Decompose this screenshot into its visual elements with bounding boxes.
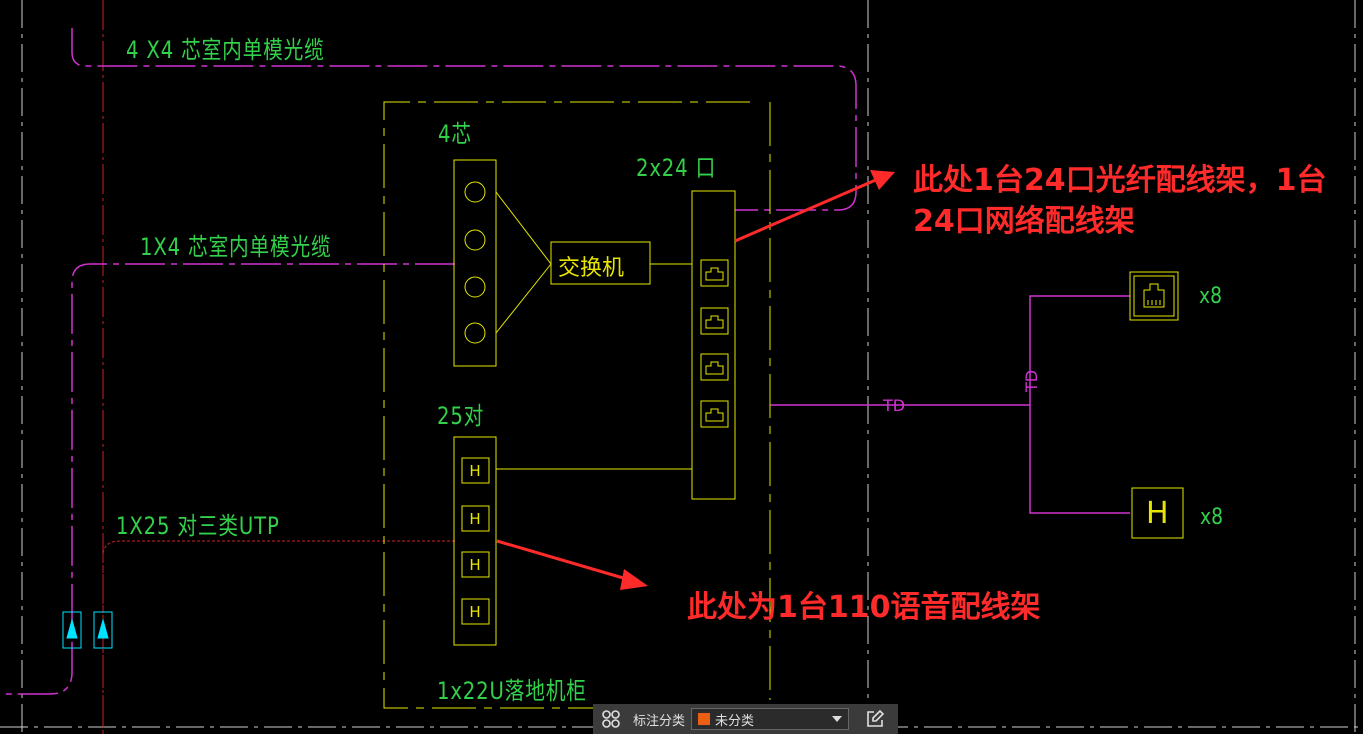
phone-count-label: x8 (1200, 505, 1223, 530)
chevron-down-icon (832, 716, 843, 722)
core-count-label: 4芯 (438, 120, 472, 148)
cabinet-outline (383, 101, 771, 709)
voice-ports: H H H H (469, 462, 480, 621)
fiber-panel (453, 159, 692, 367)
network-patch-panel (691, 190, 736, 500)
td-branch-line (1029, 295, 1130, 514)
category-color-swatch (698, 713, 711, 725)
arrow-to-fiber-note (734, 177, 879, 243)
voice-patch-panel (453, 271, 1184, 646)
switch-label: 交换机 (558, 256, 625, 281)
grid-icon[interactable] (593, 704, 629, 734)
td-label-vertical: TD (1022, 369, 1041, 392)
cable-routes (0, 28, 1130, 695)
cable-label-4x4: 4 X4 芯室内单模光缆 (126, 36, 325, 64)
arrowhead-fiber (870, 170, 895, 190)
cable-label-1x25: 1X25 对三类UTP (116, 512, 280, 540)
edit-icon[interactable] (857, 704, 893, 734)
cable-1x4-route (0, 263, 455, 695)
td-label-horizontal: TD (883, 396, 906, 415)
voice-port-h: H (469, 556, 480, 574)
annotation-arrows (496, 170, 895, 590)
category-value: 未分类 (715, 713, 755, 729)
cable-label-1x4: 1X4 芯室内单模光缆 (140, 233, 332, 261)
edit-icon-glyph (867, 709, 885, 727)
arrowhead-voice (620, 569, 648, 590)
pairs-label: 25对 (437, 402, 485, 430)
rj45-outlet-box (1129, 271, 1179, 321)
voice-port-h: H (469, 603, 480, 621)
arrow-to-voice-note (496, 539, 631, 582)
switch-box (550, 241, 651, 285)
annotation-toolbar: 标注分类 未分类 (593, 704, 898, 734)
cable-4x4-route (71, 28, 857, 211)
utp-cable-route (102, 540, 455, 734)
rj45-count-label: x8 (1199, 284, 1222, 309)
voice-note: 此处为1台110语音配线架 (687, 590, 1041, 625)
cabinet-label: 1x22U落地机柜 (437, 677, 587, 705)
ports-label: 2x24 口 (636, 154, 717, 182)
category-select[interactable]: 未分类 (691, 708, 850, 730)
fiber-note-line1: 此处1台24口光纤配线架，1台 (913, 163, 1327, 198)
voice-port-h: H (469, 462, 480, 480)
voice-port-h: H (469, 510, 480, 528)
phone-outlet-symbol: H (1146, 496, 1169, 531)
cyan-markers (62, 611, 113, 649)
fiber-note-line2: 24口网络配线架 (913, 204, 1135, 239)
category-label: 标注分类 (633, 713, 686, 729)
grid-icon-glyph (602, 710, 620, 728)
phone-outlet-box (1131, 487, 1184, 539)
